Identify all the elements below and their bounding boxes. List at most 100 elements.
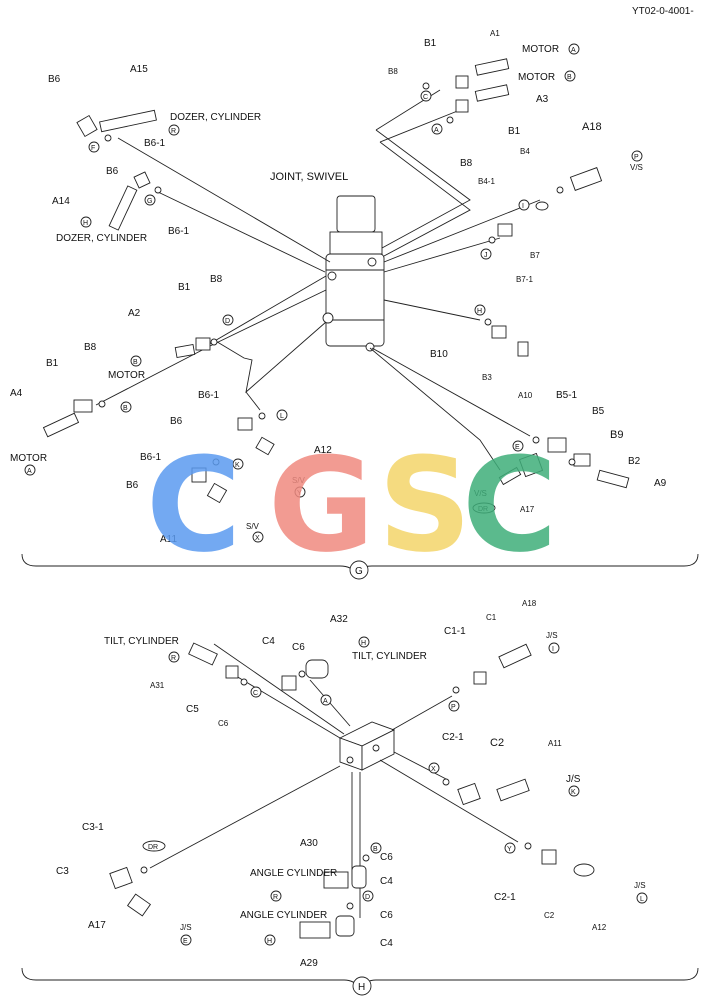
svg-text:G: G bbox=[147, 198, 152, 205]
label-vs-dr: V/S bbox=[474, 489, 487, 498]
label-a31: A31 bbox=[150, 681, 165, 690]
circle-markers-h: R H C A P I X K DR E B D R H Y L bbox=[142, 636, 648, 946]
doc-code: YT02-0-4001- bbox=[632, 6, 694, 17]
circle-y: Y bbox=[294, 486, 306, 498]
label-js-k: J/S bbox=[566, 774, 581, 785]
label-c6-b: C6 bbox=[292, 642, 305, 653]
label-a4: A4 bbox=[10, 388, 23, 399]
circle-e: E bbox=[512, 440, 524, 452]
label-b8-c: B8 bbox=[210, 274, 223, 285]
svg-text:X: X bbox=[431, 766, 436, 773]
label-c5: C5 bbox=[186, 704, 199, 715]
label-b6-low: B6 bbox=[170, 416, 183, 427]
svg-text:X: X bbox=[255, 535, 260, 542]
label-tilt-cyl-r: TILT, CYLINDER bbox=[104, 636, 179, 647]
label-angle-cyl-r: ANGLE CYLINDER bbox=[250, 868, 337, 879]
label-b6-1-d: B6-1 bbox=[140, 452, 162, 463]
circle-b-h: B bbox=[370, 842, 382, 854]
circle-h-b10: H bbox=[474, 304, 486, 316]
label-a18-h: A18 bbox=[522, 599, 537, 608]
label-js-e: J/S bbox=[180, 923, 192, 932]
circle-h-angle: H bbox=[264, 934, 276, 946]
circle-x-h: X bbox=[428, 762, 440, 774]
label-b5-1: B5-1 bbox=[556, 390, 578, 401]
label-a29: A29 bbox=[300, 958, 318, 969]
label-a30: A30 bbox=[300, 838, 318, 849]
circle-h-tilt: H bbox=[358, 636, 370, 648]
svg-text:A: A bbox=[571, 47, 576, 54]
label-b5: B5 bbox=[592, 406, 605, 417]
label-b10: B10 bbox=[430, 349, 448, 360]
circle-i: I bbox=[518, 199, 530, 211]
label-c4-b: C4 bbox=[380, 876, 393, 887]
svg-text:P: P bbox=[634, 154, 639, 161]
circle-l-h: L bbox=[636, 892, 648, 904]
circle-f: F bbox=[88, 141, 100, 153]
circle-d-h: D bbox=[362, 890, 374, 902]
label-js-l: J/S bbox=[634, 881, 646, 890]
label-b6-mid: B6 bbox=[106, 166, 119, 177]
hose-lines-h bbox=[149, 643, 519, 918]
svg-text:Y: Y bbox=[507, 846, 512, 853]
label-c4-a: C4 bbox=[262, 636, 275, 647]
label-a3: A3 bbox=[536, 94, 549, 105]
svg-text:H: H bbox=[358, 982, 365, 993]
section-h: TILT, CYLINDER A31 C5 C6 C4 C6 A32 TILT,… bbox=[21, 599, 699, 996]
circle-dr-h: DR bbox=[142, 840, 166, 852]
circle-p-h: P bbox=[448, 700, 460, 712]
fittings-h bbox=[109, 642, 595, 939]
label-vs-p: V/S bbox=[630, 163, 643, 172]
svg-text:R: R bbox=[273, 894, 278, 901]
label-a14: A14 bbox=[52, 196, 70, 207]
label-tilt-cyl-h: TILT, CYLINDER bbox=[352, 651, 427, 662]
svg-text:L: L bbox=[640, 896, 644, 903]
circle-p: P bbox=[631, 150, 643, 162]
label-c2-b: C2 bbox=[544, 911, 555, 920]
label-a15: A15 bbox=[130, 64, 148, 75]
label-a9: A9 bbox=[654, 478, 667, 489]
valve-block bbox=[338, 721, 396, 771]
label-b4-1: B4-1 bbox=[478, 177, 495, 186]
label-a18: A18 bbox=[582, 121, 602, 133]
label-js-i: J/S bbox=[546, 631, 558, 640]
label-b8-a: B8 bbox=[388, 67, 398, 76]
label-b1-c: B1 bbox=[178, 282, 191, 293]
label-b2: B2 bbox=[628, 456, 641, 467]
circle-d: D bbox=[222, 314, 234, 326]
label-b8-d: B8 bbox=[84, 342, 97, 353]
svg-text:C: C bbox=[423, 94, 428, 101]
label-c1-1: C1-1 bbox=[444, 626, 466, 637]
label-a11-h: A11 bbox=[548, 739, 562, 748]
svg-text:B: B bbox=[373, 846, 378, 853]
fittings-g bbox=[42, 58, 630, 504]
label-c3-1: C3-1 bbox=[82, 822, 104, 833]
svg-text:D: D bbox=[225, 318, 230, 325]
circle-r-tilt: R bbox=[168, 651, 180, 663]
svg-text:B: B bbox=[133, 359, 138, 366]
label-c6-a: C6 bbox=[218, 719, 229, 728]
label-motor-a-top: MOTOR bbox=[522, 44, 559, 55]
svg-text:R: R bbox=[171, 655, 176, 662]
svg-text:Y: Y bbox=[297, 490, 302, 497]
circle-motor-b-top: B bbox=[564, 70, 576, 82]
label-a10: A10 bbox=[518, 391, 533, 400]
label-sv-y: S/V bbox=[292, 476, 306, 485]
label-b8-b: B8 bbox=[460, 158, 473, 169]
svg-text:F: F bbox=[91, 145, 95, 152]
circle-l: L bbox=[276, 409, 288, 421]
svg-text:B: B bbox=[123, 405, 128, 412]
label-b7: B7 bbox=[530, 251, 540, 260]
label-b6-bot: B6 bbox=[126, 480, 139, 491]
label-b6-top: B6 bbox=[48, 74, 61, 85]
label-c3: C3 bbox=[56, 866, 69, 877]
svg-text:A: A bbox=[434, 127, 439, 134]
label-c2-1-b: C2-1 bbox=[494, 892, 516, 903]
label-b3: B3 bbox=[482, 373, 492, 382]
circle-b-left: B bbox=[120, 401, 132, 413]
label-b6-1-a: B6-1 bbox=[144, 138, 166, 149]
label-b9: B9 bbox=[610, 429, 623, 441]
labels-h: TILT, CYLINDER A31 C5 C6 C4 C6 A32 TILT,… bbox=[56, 599, 646, 969]
svg-text:E: E bbox=[183, 938, 188, 945]
circle-y-h: Y bbox=[504, 842, 516, 854]
label-c1: C1 bbox=[486, 613, 497, 622]
